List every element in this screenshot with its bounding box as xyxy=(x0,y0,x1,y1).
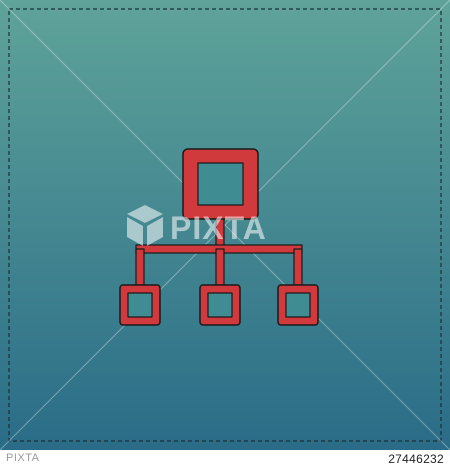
background-panel xyxy=(0,0,450,450)
watermark-lines xyxy=(0,0,450,450)
icon-artboard: PIXTA xyxy=(0,0,450,451)
pixta-watermark: PIXTA xyxy=(127,205,267,246)
footer-brand: PIXTA xyxy=(6,452,40,464)
hierarchy-network-icon xyxy=(119,148,319,326)
watermark-text: PIXTA xyxy=(170,210,267,246)
pixta-cube-icon xyxy=(127,205,163,246)
image-id: 27446232 xyxy=(388,452,444,466)
stitch-border xyxy=(8,8,442,442)
footer-bar: PIXTA 27446232 xyxy=(0,450,450,469)
artboard-svg: PIXTA xyxy=(0,0,450,451)
